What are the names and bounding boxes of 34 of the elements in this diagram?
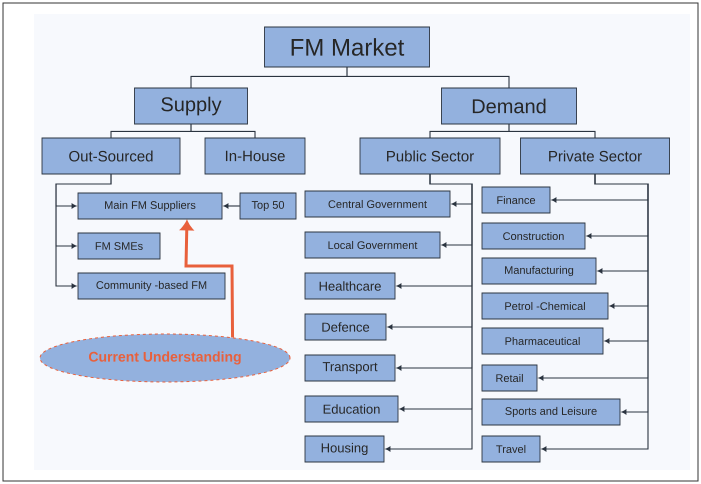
category-box: Demand <box>441 88 577 124</box>
item-box: Main FM Suppliers <box>78 192 222 220</box>
item-box: FM SMEs <box>78 232 160 260</box>
item-box: Top 50 <box>240 192 296 220</box>
item-box: Local Government <box>304 232 440 258</box>
title-box: FM Market <box>264 26 430 68</box>
item-box: Travel <box>482 436 540 462</box>
arrow <box>224 204 240 208</box>
group-box: In-House <box>204 138 306 174</box>
arrow <box>386 174 473 452</box>
item-box: Sports and Leisure <box>482 398 620 426</box>
arrow <box>55 174 112 288</box>
connector-line <box>508 124 596 138</box>
connector-line <box>346 67 510 88</box>
item-box: Pharmaceutical <box>482 328 604 354</box>
group-box: Public Sector <box>360 138 500 174</box>
group-box: Private Sector <box>520 138 670 174</box>
item-box: Defence <box>304 314 386 340</box>
item-box: Housing <box>304 436 384 462</box>
item-box: Healthcare <box>304 272 396 300</box>
item-box: Construction <box>482 222 586 250</box>
connector-line <box>190 124 256 138</box>
item-box: Retail <box>482 364 538 392</box>
item-box: Central Government <box>304 190 450 218</box>
item-box: Petrol -Chemical <box>482 292 608 320</box>
group-box: Out-Sourced <box>42 138 180 174</box>
item-box: Manufacturing <box>482 258 596 284</box>
item-box: Community -based FM <box>78 272 226 300</box>
item-box: Finance <box>482 186 550 214</box>
arrow <box>542 174 649 452</box>
item-box: Education <box>304 396 398 422</box>
item-box: Transport <box>304 354 396 382</box>
category-box: Supply <box>134 88 248 124</box>
arrow <box>180 220 234 338</box>
